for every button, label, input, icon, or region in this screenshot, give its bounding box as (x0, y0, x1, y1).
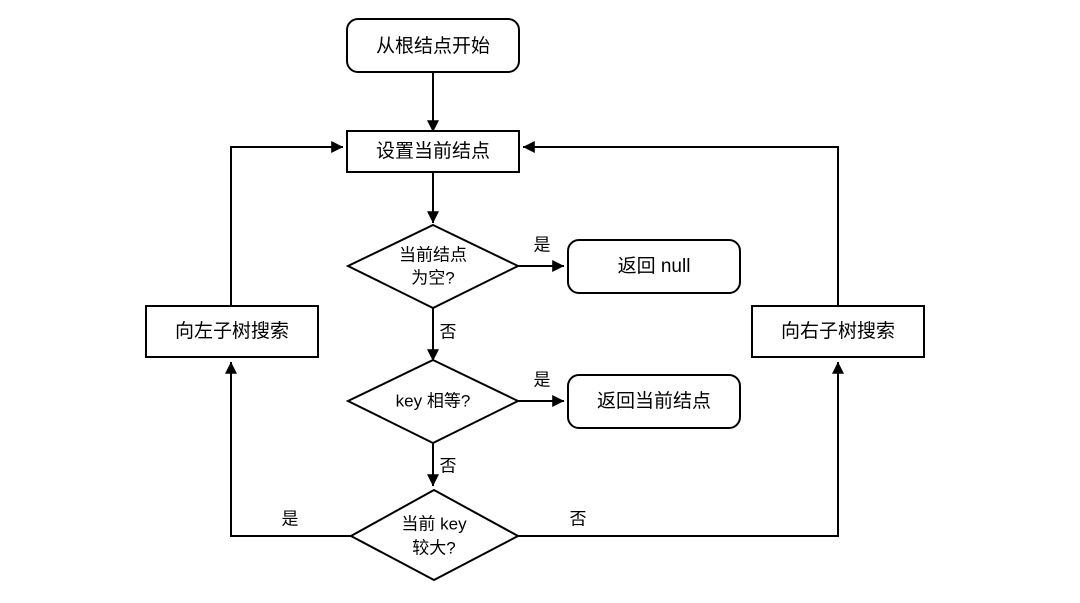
node-set-current-label: 设置当前结点 (376, 140, 490, 162)
edge-label-key-equal-yes: 是 (534, 370, 551, 389)
edge-search-left-to-set-current (230, 141, 344, 307)
edge-label-key-greater-yes: 是 (282, 509, 299, 528)
node-search-left-label: 向左子树搜索 (175, 320, 289, 342)
node-key-greater-shape (348, 488, 521, 582)
node-search-right-label: 向右子树搜索 (781, 320, 895, 342)
node-return-null-shape (567, 239, 741, 294)
node-key-greater-label-line2: 较大? (412, 538, 455, 557)
node-is-null[interactable]: 当前结点 为空? (345, 223, 521, 310)
node-set-current-shape (346, 130, 520, 173)
node-search-right-shape (751, 305, 925, 358)
node-start-label: 从根结点开始 (376, 35, 490, 57)
node-key-equal-shape (345, 358, 521, 445)
node-is-null-shape (345, 223, 521, 310)
node-key-greater[interactable]: 当前 key 较大? (348, 488, 521, 582)
edge-label-is-null-no: 否 (440, 322, 457, 341)
node-search-left-shape (145, 305, 319, 358)
edge-search-right-to-set-current (522, 141, 839, 307)
node-key-equal-label: key 相等? (396, 391, 471, 410)
node-search-right[interactable]: 向右子树搜索 (751, 305, 925, 358)
node-is-null-label-line2: 为空? (411, 268, 454, 287)
edge-label-key-greater-no: 否 (570, 509, 587, 528)
node-return-current[interactable]: 返回当前结点 (567, 374, 741, 429)
edge-label-key-equal-no: 否 (440, 456, 457, 475)
edge-key-greater-no-to-search-right (517, 361, 844, 537)
node-return-current-shape (567, 374, 741, 429)
node-return-null[interactable]: 返回 null (567, 239, 741, 294)
node-return-null-label: 返回 null (618, 255, 691, 277)
node-is-null-label-line1: 当前结点 (399, 245, 467, 264)
node-key-equal[interactable]: key 相等? (345, 358, 521, 445)
node-start[interactable]: 从根结点开始 (346, 18, 520, 73)
node-set-current[interactable]: 设置当前结点 (346, 130, 520, 173)
node-return-current-label: 返回当前结点 (597, 390, 711, 412)
edge-label-is-null-yes: 是 (534, 235, 551, 254)
node-start-shape (346, 18, 520, 73)
node-key-greater-label-line1: 当前 key (401, 514, 467, 533)
edge-key-greater-yes-to-search-left (225, 361, 352, 537)
node-search-left[interactable]: 向左子树搜索 (145, 305, 319, 358)
